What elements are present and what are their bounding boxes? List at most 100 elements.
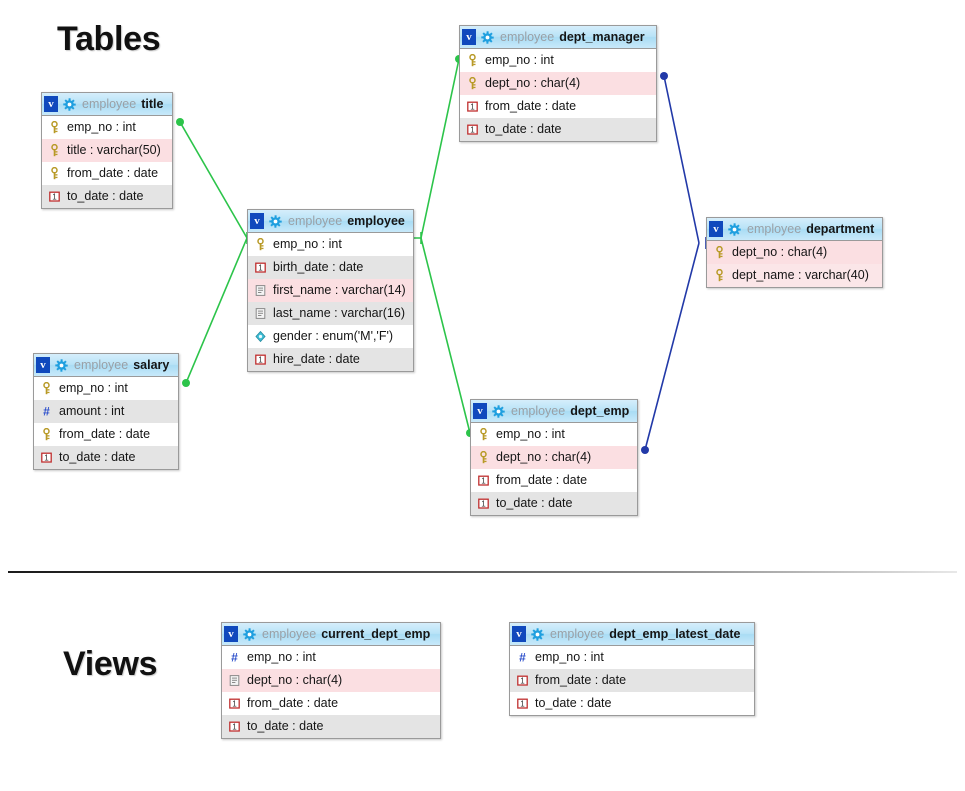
svg-text:1: 1 <box>481 499 486 508</box>
entity-name-label: dept_manager <box>559 30 645 44</box>
text-icon <box>254 284 267 297</box>
svg-text:1: 1 <box>52 192 57 201</box>
column-label: dept_no : char(4) <box>496 450 592 464</box>
entity-name-label: title <box>141 97 164 111</box>
column-row[interactable]: emp_no : int <box>248 233 413 256</box>
column-label: dept_no : char(4) <box>247 673 343 687</box>
relationship-endpoint-salary-employee <box>182 379 190 387</box>
column-label: title : varchar(50) <box>67 143 161 157</box>
entity-schema-label: employee <box>262 627 317 641</box>
date-icon: 1 <box>254 353 267 366</box>
column-row[interactable]: emp_no : int <box>460 49 656 72</box>
column-row[interactable]: emp_no : int <box>42 116 172 139</box>
column-row[interactable]: first_name : varchar(14) <box>248 279 413 302</box>
gear-icon <box>728 222 741 236</box>
key-icon <box>466 53 479 67</box>
gear-icon <box>55 358 68 372</box>
column-row[interactable]: dept_no : char(4) <box>471 446 637 469</box>
column-label: emp_no : int <box>273 237 342 251</box>
column-label: from_date : date <box>247 696 339 710</box>
column-row[interactable]: title : varchar(50) <box>42 139 172 162</box>
column-row[interactable]: 1 to_date : date <box>42 185 172 208</box>
relationship-endpoint-dept_emp-department <box>641 446 649 454</box>
view-badge-icon: v <box>44 96 58 112</box>
column-label: dept_no : char(4) <box>732 245 828 259</box>
svg-text:1: 1 <box>520 676 525 685</box>
column-label: emp_no : int <box>535 650 604 664</box>
column-label: to_date : date <box>67 189 144 203</box>
column-row[interactable]: last_name : varchar(16) <box>248 302 413 325</box>
gear-icon <box>269 214 282 228</box>
relationship-endpoint-dept_manager-department <box>660 72 668 80</box>
column-row[interactable]: 1 to_date : date <box>34 446 178 469</box>
column-row[interactable]: from_date : date <box>34 423 178 446</box>
entity-name-label: dept_emp_latest_date <box>609 627 741 641</box>
column-row[interactable]: #emp_no : int <box>510 646 754 669</box>
key-icon <box>48 120 61 134</box>
column-row[interactable]: from_date : date <box>42 162 172 185</box>
key-icon <box>477 427 490 441</box>
column-row[interactable]: emp_no : int <box>471 423 637 446</box>
column-label: from_date : date <box>535 673 627 687</box>
column-label: to_date : date <box>485 122 562 136</box>
column-label: from_date : date <box>67 166 159 180</box>
column-row[interactable]: dept_no : char(4) <box>707 241 882 264</box>
entity-name-label: current_dept_emp <box>321 627 431 641</box>
column-row[interactable]: gender : enum('M','F') <box>248 325 413 348</box>
key-icon <box>713 268 726 282</box>
column-row[interactable]: #amount : int <box>34 400 178 423</box>
column-label: emp_no : int <box>67 120 136 134</box>
svg-text:#: # <box>231 651 238 664</box>
gear-icon <box>63 97 76 111</box>
views-section-title: Views <box>63 645 158 683</box>
column-label: from_date : date <box>496 473 588 487</box>
column-label: to_date : date <box>59 450 136 464</box>
svg-text:1: 1 <box>258 355 263 364</box>
column-row[interactable]: 1 from_date : date <box>510 669 754 692</box>
column-row[interactable]: #emp_no : int <box>222 646 440 669</box>
column-row[interactable]: dept_no : char(4) <box>460 72 656 95</box>
key-icon <box>40 381 53 395</box>
date-icon: 1 <box>228 720 241 733</box>
svg-text:1: 1 <box>258 263 263 272</box>
column-row[interactable]: dept_no : char(4) <box>222 669 440 692</box>
date-icon: 1 <box>516 674 529 687</box>
gear-icon <box>481 30 494 44</box>
numeric-icon: # <box>40 404 53 418</box>
svg-text:1: 1 <box>44 453 49 462</box>
column-row[interactable]: emp_no : int <box>34 377 178 400</box>
entity-schema-label: employee <box>500 30 555 44</box>
column-label: first_name : varchar(14) <box>273 283 406 297</box>
svg-text:1: 1 <box>520 699 525 708</box>
entity-name-label: dept_emp <box>570 404 630 418</box>
column-row[interactable]: dept_name : varchar(40) <box>707 264 882 287</box>
gear-icon <box>492 404 505 418</box>
date-icon: 1 <box>254 261 267 274</box>
key-icon <box>466 76 479 90</box>
